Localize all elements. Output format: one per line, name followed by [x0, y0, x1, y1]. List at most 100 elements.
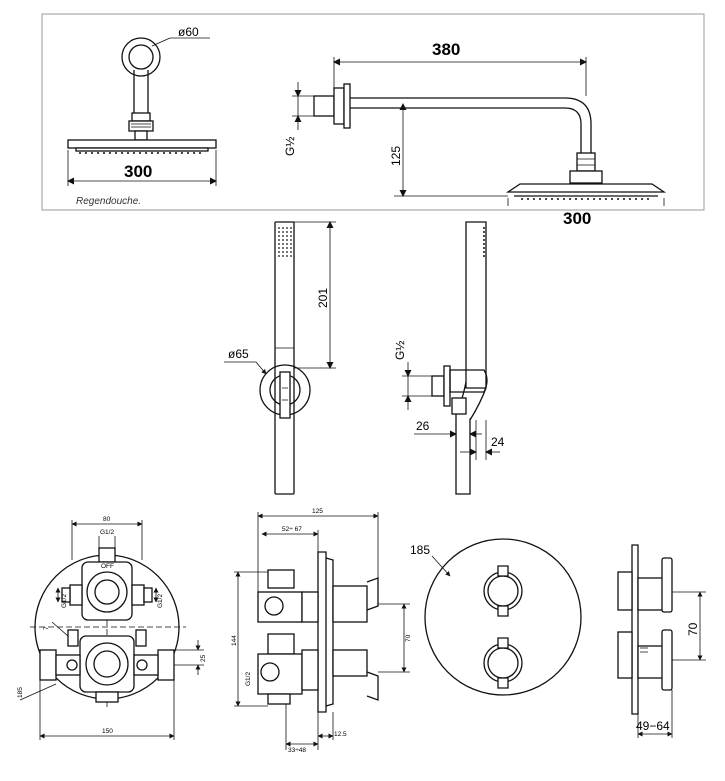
rain-side-width-300: 300 [563, 209, 591, 228]
spray-dot [286, 247, 288, 249]
nozzle-dot [599, 198, 601, 200]
spray-dot [278, 235, 280, 237]
rain-shower-side-view: 380 G½ 125 300 [283, 40, 667, 228]
nozzle-dot [569, 198, 571, 200]
hand-dim-26: 26 [416, 419, 430, 433]
valve-off-label: OFF [101, 563, 114, 570]
valve-left-g12: G1/2 [61, 594, 68, 608]
spray-dot [278, 243, 280, 245]
spray-dot [286, 231, 288, 233]
spray-dot [282, 235, 284, 237]
spray-dot [483, 239, 485, 241]
nozzle-dot [199, 152, 201, 154]
rain-shower-caption: Regendouche. [76, 196, 141, 207]
nozzle-dot [103, 152, 105, 154]
nozzle-dot [641, 198, 643, 200]
handles-range-49-64: 49−64 [636, 719, 670, 733]
spray-dot [278, 255, 280, 257]
spray-dot [483, 251, 485, 253]
nozzle-dot [97, 152, 99, 154]
nozzle-dot [587, 198, 589, 200]
spray-dot [282, 255, 284, 257]
spray-dot [483, 255, 485, 257]
spray-dot [278, 239, 280, 241]
spray-dot [282, 231, 284, 233]
nozzle-dot [623, 198, 625, 200]
valve-side-g12: G1/2 [245, 672, 252, 686]
nozzle-dot [533, 198, 535, 200]
hand-dia-65: ø65 [228, 347, 249, 361]
nozzle-dot [79, 152, 81, 154]
rain-shower-panel: ø60 300 Regendouche. 380 [41, 13, 705, 228]
spray-dot [290, 239, 292, 241]
cover-plate-dia-185: 185 [410, 543, 430, 557]
valve-side-view: 125 52÷ 67 144 70 G1/2 33÷48 12.5 [231, 508, 412, 754]
spray-dot [290, 235, 292, 237]
hand-dim-24: 24 [491, 435, 505, 449]
hand-shower-side-view: G½ 26 24 [393, 221, 505, 495]
spray-dot [282, 243, 284, 245]
spray-dot [483, 243, 485, 245]
spray-dot [282, 251, 284, 253]
rain-front-width-300: 300 [124, 162, 152, 181]
hand-shower-front-view: 201 ø65 [224, 221, 336, 495]
nozzle-dot [611, 198, 613, 200]
nozzle-dot [121, 152, 123, 154]
valve-side-range-33-48: 33÷48 [288, 747, 306, 754]
valve-body-front-view: 80 G1/2 OFF G1/2 G1/2 7 25 185 150 [17, 516, 207, 740]
spray-dot [290, 227, 292, 229]
nozzle-dot [557, 198, 559, 200]
nozzle-dot [617, 198, 619, 200]
spray-dot [282, 247, 284, 249]
valve-side-height-70: 70 [405, 634, 412, 642]
nozzle-dot [181, 152, 183, 154]
nozzle-dot [539, 198, 541, 200]
spray-dot [290, 243, 292, 245]
valve-side-dim-12-5: 12.5 [334, 731, 347, 738]
nozzle-dot [91, 152, 93, 154]
nozzle-dot [139, 152, 141, 154]
spray-dot [282, 239, 284, 241]
handles-side-view: 70 49−64 [617, 544, 706, 738]
nozzle-dot [193, 152, 195, 154]
valve-width-80: 80 [103, 516, 111, 523]
valve-side-range-52-67: 52÷ 67 [282, 526, 302, 533]
spray-dot [278, 247, 280, 249]
spray-dot [286, 243, 288, 245]
rain-side-thread: G½ [283, 137, 297, 156]
nozzle-dot [545, 198, 547, 200]
nozzle-dot [551, 198, 553, 200]
nozzle-dot [157, 152, 159, 154]
hand-height-201: 201 [316, 288, 330, 308]
valve-right-g12: G1/2 [157, 594, 164, 608]
spray-dot [286, 227, 288, 229]
spray-dot [483, 231, 485, 233]
spray-dot [483, 227, 485, 229]
spray-dot [282, 227, 284, 229]
nozzle-dot [145, 152, 147, 154]
valve-width-150: 150 [102, 728, 113, 735]
nozzle-dot [127, 152, 129, 154]
spray-dot [278, 251, 280, 253]
nozzle-dot [187, 152, 189, 154]
spray-dot [290, 247, 292, 249]
valve-side-height-144: 144 [231, 635, 238, 646]
cover-plate-front-view: 185 [410, 538, 582, 696]
hand-side-thread: G½ [393, 341, 407, 360]
nozzle-dot [629, 198, 631, 200]
nozzle-dot [593, 198, 595, 200]
spray-dot [278, 231, 280, 233]
rain-side-arm-380: 380 [432, 40, 460, 59]
handles-height-70: 70 [686, 622, 700, 636]
nozzle-dot [169, 152, 171, 154]
valve-dim-7: 7 [43, 626, 50, 630]
spray-dot [290, 251, 292, 253]
valve-dim-185: 185 [17, 687, 24, 698]
nozzle-dot [527, 198, 529, 200]
spray-dot [290, 255, 292, 257]
nozzle-dot [163, 152, 165, 154]
spray-dot [483, 247, 485, 249]
nozzle-dot [635, 198, 637, 200]
spray-dot [278, 227, 280, 229]
